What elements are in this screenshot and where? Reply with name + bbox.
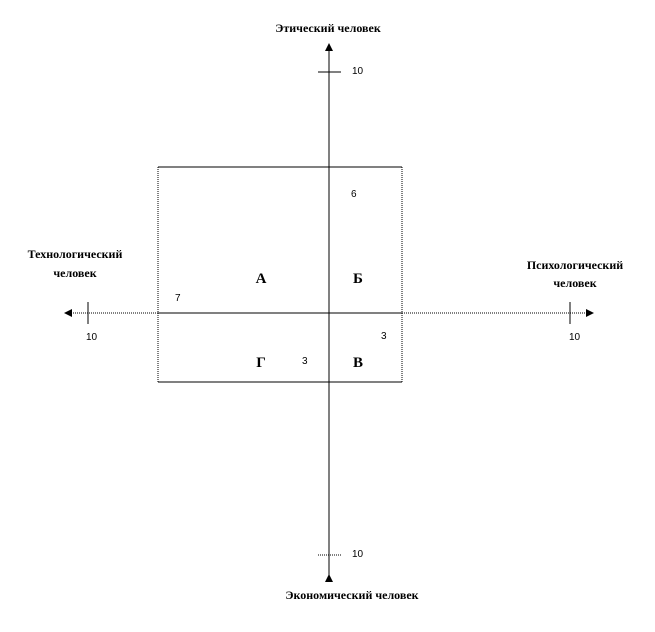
axis-title-top: Этический человек	[275, 21, 381, 35]
quadrant-label-g: Г	[256, 355, 266, 371]
tick-label-bottom: 10	[352, 549, 364, 560]
tick-label-left: 10	[86, 332, 98, 343]
value-top: 6	[351, 189, 357, 200]
axis-title-right-line1: Психологический	[527, 258, 623, 272]
quadrant-label-a: А	[256, 271, 267, 287]
axis-title-left-line2: человек	[53, 266, 96, 280]
value-bottom: 3	[302, 356, 308, 367]
quadrant-label-v: В	[353, 355, 363, 371]
axis-title-right-line2: человек	[553, 276, 596, 290]
axis-title-bottom: Экономический человек	[285, 588, 418, 602]
tick-label-right: 10	[569, 332, 581, 343]
value-right: 3	[381, 331, 387, 342]
axis-title-left-line1: Технологический	[28, 247, 123, 261]
quadrant-label-b: Б	[353, 271, 363, 287]
value-left: 7	[175, 293, 181, 304]
tick-label-top: 10	[352, 66, 364, 77]
